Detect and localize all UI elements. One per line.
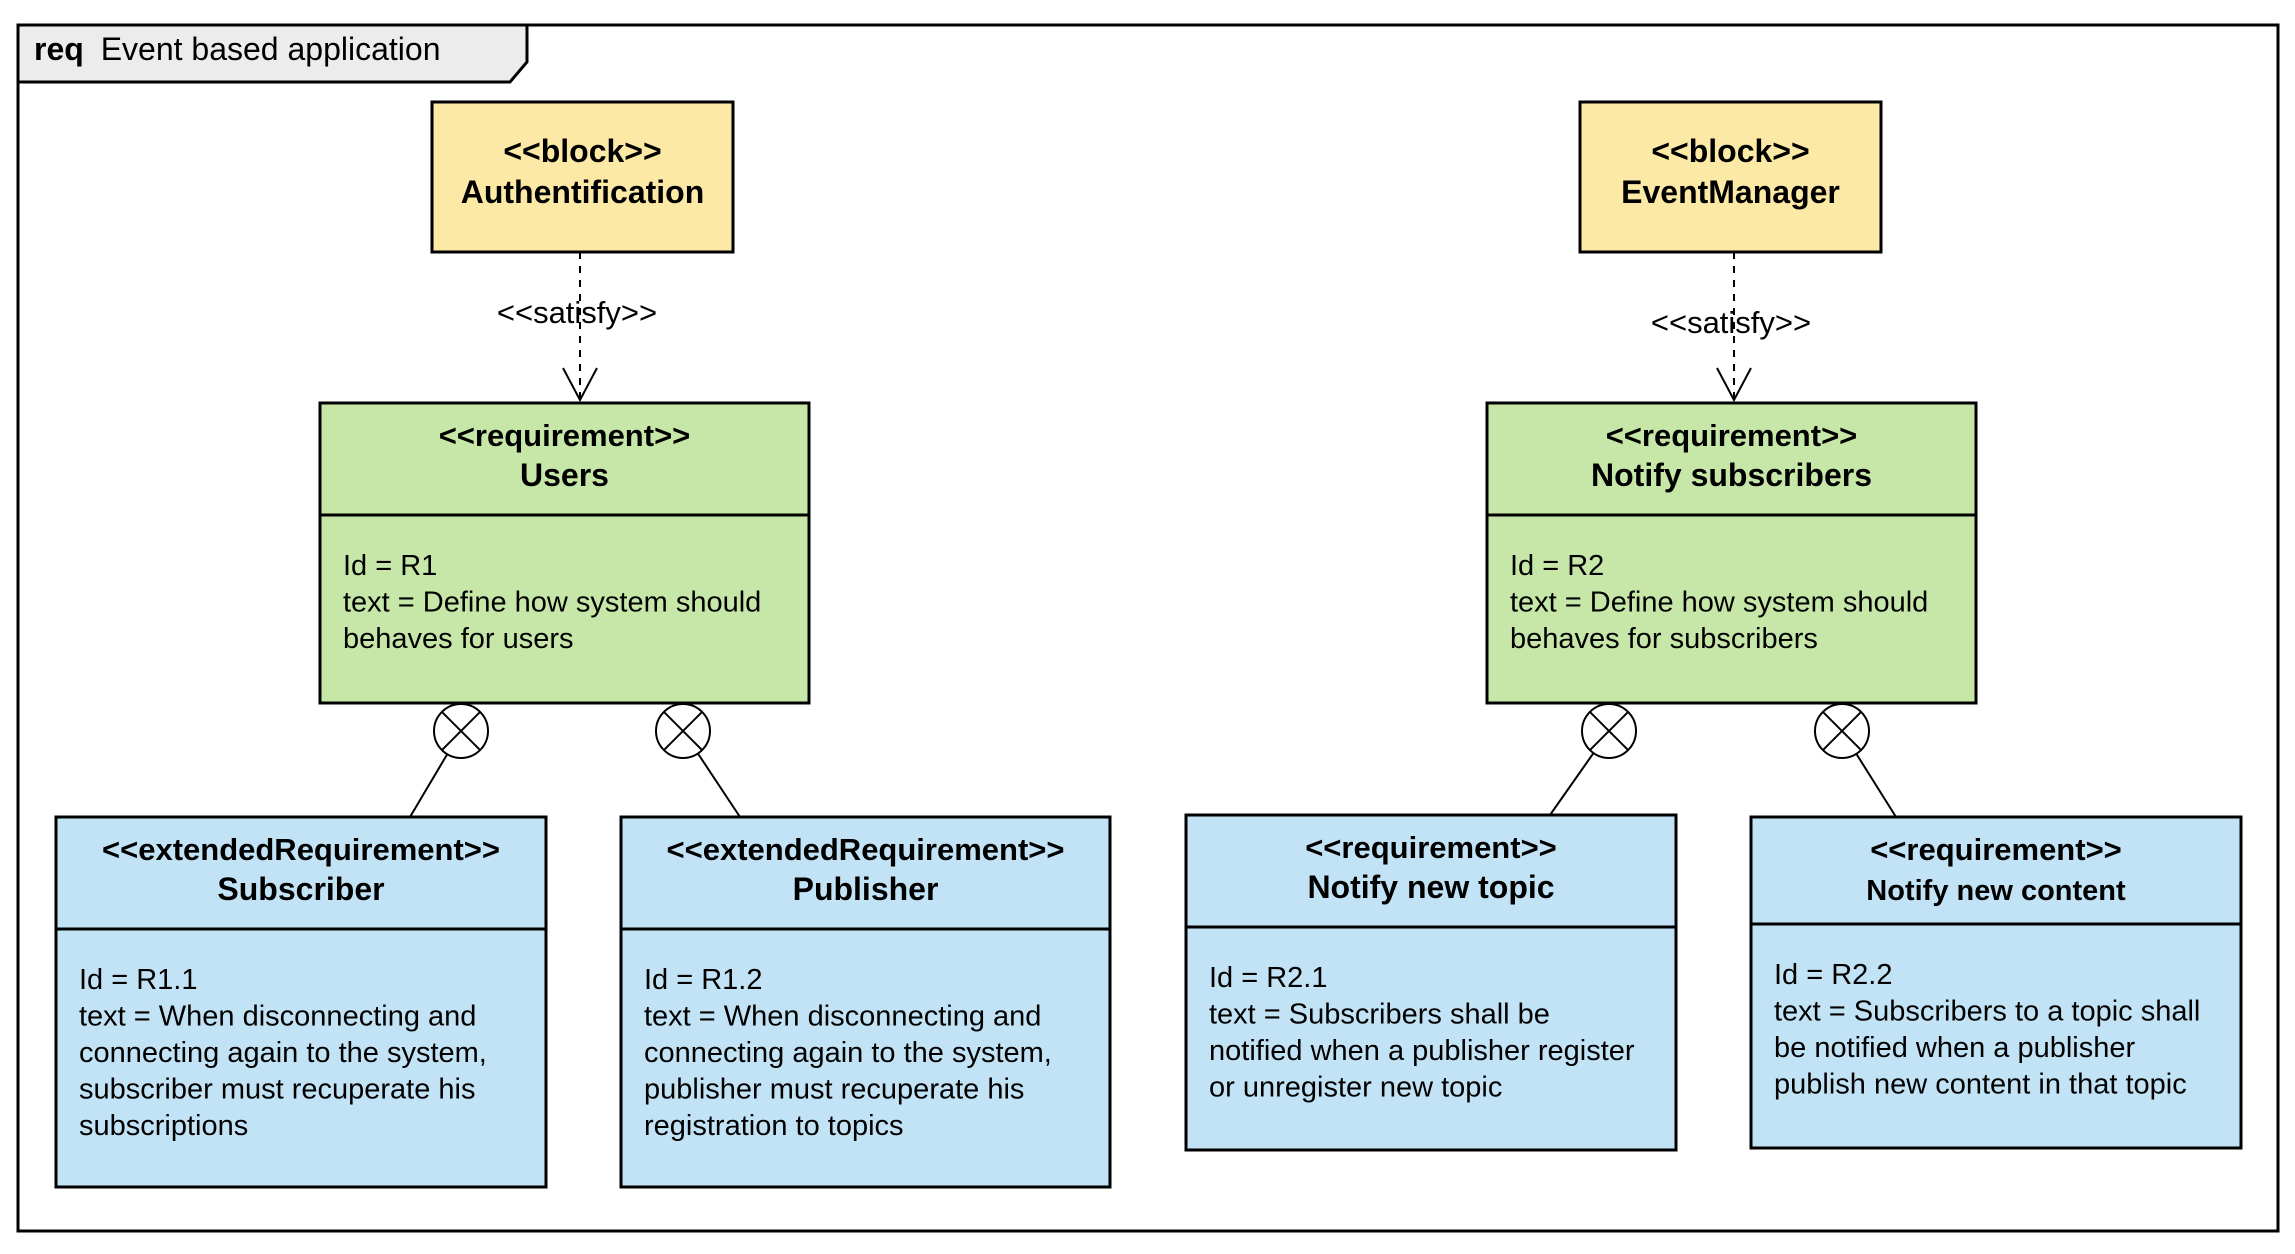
requirement-newtopic[interactable]: <<requirement>> Notify new topic Id = R2.1… [1184, 813, 1678, 1152]
requirement-body-line: text = Define how system should [1510, 587, 1928, 619]
requirement-body-line: connecting again to the system, [644, 1037, 1052, 1069]
requirement-body-line: text = When disconnecting and [79, 1001, 476, 1033]
block-box [430, 100, 735, 254]
requirement-newcontent[interactable]: <<requirement>> Notify new content Id = R2… [1749, 815, 2243, 1150]
satisfy-label: <<satisfy>> [1651, 305, 1811, 340]
frame-title: req Event based application [34, 31, 440, 67]
requirement-subscriber[interactable]: <<extendedRequirement>> Subscriber Id = R1… [54, 815, 548, 1189]
requirement-box [1749, 815, 2243, 1150]
satisfy-relation-notify[interactable]: <<satisfy>> [1651, 252, 1811, 403]
requirement-body-line: behaves for users [343, 623, 574, 655]
requirement-name: Publisher [793, 871, 939, 907]
open-arrowhead [562, 367, 598, 403]
boxes-layer: <<block>> Authentification <<block>> EventM… [54, 100, 2243, 1189]
requirement-body-line: publisher must recuperate his [644, 1074, 1024, 1106]
requirement-users[interactable]: <<requirement>> Users Id = R1 text = Define… [318, 401, 811, 705]
requirement-body-line: registration to topics [644, 1110, 904, 1142]
requirement-body-line: be notified when a publisher [1774, 1032, 2135, 1064]
requirement-body-line: Id = R1.1 [79, 964, 198, 996]
containment-cross-stroke [1589, 711, 1629, 751]
requirement-notify[interactable]: <<requirement>> Notify subscribers Id = R2… [1485, 401, 1978, 705]
satisfy-label: <<satisfy>> [497, 295, 657, 330]
requirement-box [1485, 401, 1978, 705]
requirement-name: Notify subscribers [1591, 457, 1872, 493]
containment-line [409, 753, 449, 818]
frame-name: Event based application [101, 31, 441, 67]
requirement-stereotype: <<requirement>> [439, 418, 691, 453]
requirement-body-line: subscriptions [79, 1110, 248, 1142]
requirement-body-line: notified when a publisher register [1209, 1035, 1635, 1067]
containment-cross-stroke [663, 711, 703, 751]
frame-keyword: req [34, 31, 84, 67]
requirement-body-line: Id = R2 [1510, 550, 1604, 582]
requirement-box [619, 815, 1112, 1189]
requirement-box [318, 401, 811, 705]
block-stereotype: <<block>> [503, 133, 661, 169]
requirement-body-line: text = Define how system should [343, 587, 761, 619]
requirement-publisher[interactable]: <<extendedRequirement>> Publisher Id = R1.… [619, 815, 1112, 1189]
containment-relation-newcontent[interactable] [1814, 703, 1897, 818]
containment-cross-stroke [441, 711, 481, 751]
diagram-frame: req Event based application [16, 23, 2280, 1233]
requirement-body-line: connecting again to the system, [79, 1037, 487, 1069]
containment-relation-subscriber[interactable] [409, 703, 489, 818]
satisfy-relation-users[interactable]: <<satisfy>> [497, 252, 657, 403]
requirement-body-line: or unregister new topic [1209, 1072, 1502, 1104]
requirement-stereotype: <<extendedRequirement>> [102, 832, 500, 867]
block-name: EventManager [1621, 174, 1840, 210]
block-auth[interactable]: <<block>> Authentification [430, 100, 735, 254]
containment-line [697, 752, 741, 818]
requirement-body-line: Id = R1 [343, 550, 437, 582]
requirement-body-line: subscriber must recuperate his [79, 1074, 476, 1106]
relations-layer: <<satisfy>> <<satisfy>> [409, 252, 1897, 818]
containment-relation-newtopic[interactable] [1549, 703, 1637, 816]
requirement-name: Users [520, 457, 609, 493]
requirement-body-line: text = Subscribers to a topic shall [1774, 996, 2200, 1028]
containment-line [1855, 753, 1897, 818]
requirement-box [54, 815, 548, 1189]
requirement-body-line: Id = R2.1 [1209, 962, 1328, 994]
frame-border [16, 23, 2280, 1233]
block-evtmgr[interactable]: <<block>> EventManager [1578, 100, 1883, 254]
requirement-body-line: publish new content in that topic [1774, 1069, 2187, 1101]
block-name: Authentification [461, 174, 705, 210]
requirement-name: Notify new topic [1307, 869, 1554, 905]
containment-cross-stroke [1822, 711, 1862, 751]
containment-line [1549, 752, 1595, 816]
requirement-box [1184, 813, 1678, 1152]
requirement-body-line: text = When disconnecting and [644, 1001, 1041, 1033]
frame-tab [16, 23, 529, 84]
requirement-stereotype: <<requirement>> [1606, 418, 1858, 453]
requirement-body-line: text = Subscribers shall be [1209, 999, 1550, 1031]
requirement-body-line: behaves for subscribers [1510, 623, 1818, 655]
requirement-body-line: Id = R2.2 [1774, 959, 1893, 991]
block-stereotype: <<block>> [1651, 133, 1809, 169]
requirement-stereotype: <<requirement>> [1305, 830, 1557, 865]
requirement-body-line: Id = R1.2 [644, 964, 763, 996]
requirement-name: Subscriber [217, 871, 384, 907]
block-box [1578, 100, 1883, 254]
requirement-stereotype: <<requirement>> [1870, 832, 2122, 867]
open-arrowhead [1716, 367, 1752, 403]
requirement-name: Notify new content [1866, 875, 2126, 907]
containment-relation-publisher[interactable] [655, 703, 741, 818]
requirement-stereotype: <<extendedRequirement>> [667, 832, 1065, 867]
